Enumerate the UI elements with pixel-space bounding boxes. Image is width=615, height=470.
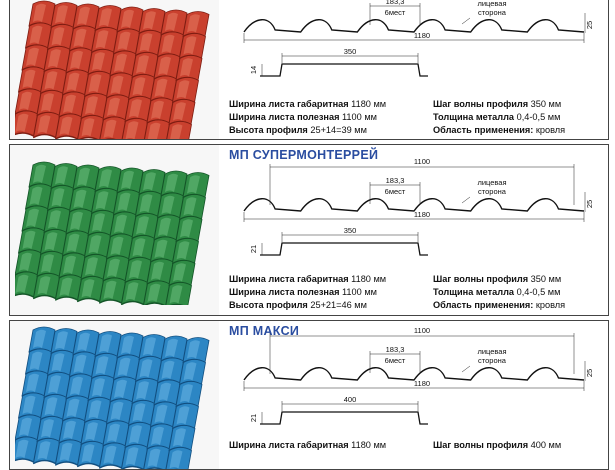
- spec-label: Область применения:: [433, 125, 534, 135]
- roof-tile-image-green: [10, 145, 219, 315]
- spec-label: Шаг волны профиля: [433, 440, 529, 450]
- dimension-total-width: 1180: [414, 31, 430, 40]
- dimension-total-width: 1180: [414, 210, 430, 219]
- spec-value: 0,4-0,5 мм: [514, 287, 561, 297]
- dimension-wave-length: 350: [344, 226, 357, 235]
- dimension-wave-length: 400: [344, 395, 357, 404]
- dimension-profile-height: 25: [585, 200, 594, 208]
- spec-row: Ширина листа габаритная 1180 мм: [229, 439, 386, 452]
- label-face-2: сторона: [478, 8, 507, 17]
- spec-row: Ширина листа полезная 1100 мм: [229, 111, 386, 124]
- spec-value: 1100 мм: [339, 287, 377, 297]
- spec-row: Шаг волны профиля 350 мм: [433, 273, 565, 286]
- dimension-total-width: 1180: [414, 379, 430, 388]
- spec-value: кровля: [533, 125, 566, 135]
- dimension-profile-height: 25: [585, 21, 594, 29]
- spec-row: Ширина листа полезная 1100 мм: [229, 286, 386, 299]
- dimension-useful-width: 1100: [414, 157, 430, 166]
- label-face-2: сторона: [478, 187, 507, 196]
- spec-value: 1180 мм: [348, 274, 387, 284]
- spec-label: Высота профиля: [229, 125, 308, 135]
- spec-row: Толщина металла 0,4-0,5 мм: [433, 286, 565, 299]
- spec-row: Толщина металла 0,4-0,5 мм: [433, 111, 565, 124]
- label-face-2: сторона: [478, 356, 507, 365]
- spec-row: Ширина листа габаритная 1180 мм: [229, 273, 386, 286]
- dimension-wave-step: 183,3: [386, 345, 405, 354]
- dimension-useful-width: 1100: [414, 326, 430, 335]
- spec-label: Ширина листа полезная: [229, 287, 340, 297]
- spec-label: Шаг волны профиля: [433, 99, 529, 109]
- spec-value: 25+21=46 мм: [307, 300, 367, 310]
- spec-row: Шаг волны профиля 400 мм: [433, 439, 561, 452]
- spec-row: Область применения: кровля: [433, 124, 565, 137]
- roof-tile-drawing: [14, 326, 209, 469]
- dimension-step-height: 21: [249, 245, 258, 253]
- spec-label: Область применения:: [433, 300, 534, 310]
- roof-tile-drawing: [14, 0, 209, 139]
- label-wave-count: 6мест: [385, 356, 406, 365]
- roof-tile-drawing: [14, 161, 209, 305]
- spec-value: 350 мм: [528, 274, 562, 284]
- label-face-1: лицевая: [477, 347, 506, 356]
- product-title: МП МАКСИ: [229, 324, 300, 338]
- label-face-1: лицевая: [477, 178, 506, 187]
- product-title: МП СУПЕРМОНТЕРРЕЙ: [229, 148, 379, 162]
- label-face-1: лицевая: [477, 0, 506, 8]
- spec-label: Ширина листа габаритная: [229, 440, 349, 450]
- dimension-wave-length: 350: [344, 47, 357, 56]
- spec-label: Ширина листа габаритная: [229, 99, 349, 109]
- spec-value: кровля: [533, 300, 566, 310]
- spec-label: Высота профиля: [229, 300, 308, 310]
- spec-row: Ширина листа габаритная 1180 мм: [229, 98, 386, 111]
- spec-value: 25+14=39 мм: [307, 125, 367, 135]
- spec-label: Ширина листа габаритная: [229, 274, 349, 284]
- spec-value: 0,4-0,5 мм: [514, 112, 561, 122]
- label-wave-count: 6мест: [385, 8, 406, 17]
- spec-value: 1180 мм: [348, 99, 387, 109]
- spec-value: 350 мм: [528, 99, 562, 109]
- specs-left: Ширина листа габаритная 1180 мм: [229, 439, 386, 452]
- spec-label: Ширина листа полезная: [229, 112, 340, 122]
- dimension-step-height: 21: [249, 414, 258, 422]
- spec-value: 1180 мм: [348, 440, 387, 450]
- dimension-wave-step: 183,3: [386, 0, 405, 6]
- spec-label: Шаг волны профиля: [433, 274, 529, 284]
- spec-row: Шаг волны профиля 350 мм: [433, 98, 565, 111]
- spec-value: 400 мм: [528, 440, 562, 450]
- label-wave-count: 6мест: [385, 187, 406, 196]
- spec-label: Толщина металла: [433, 112, 515, 122]
- spec-row: Область применения: кровля: [433, 299, 565, 312]
- roof-tile-image-red: [10, 0, 219, 139]
- roof-tile-image-blue: [10, 321, 219, 469]
- spec-row: Высота профиля 25+21=46 мм: [229, 299, 386, 312]
- dimension-step-height: 14: [249, 66, 258, 74]
- spec-label: Толщина металла: [433, 287, 515, 297]
- dimension-profile-height: 25: [585, 369, 594, 377]
- spec-value: 1100 мм: [339, 112, 377, 122]
- specs-right: Шаг волны профиля 400 мм: [433, 439, 561, 452]
- dimension-wave-step: 183,3: [386, 176, 405, 185]
- spec-row: Высота профиля 25+14=39 мм: [229, 124, 386, 137]
